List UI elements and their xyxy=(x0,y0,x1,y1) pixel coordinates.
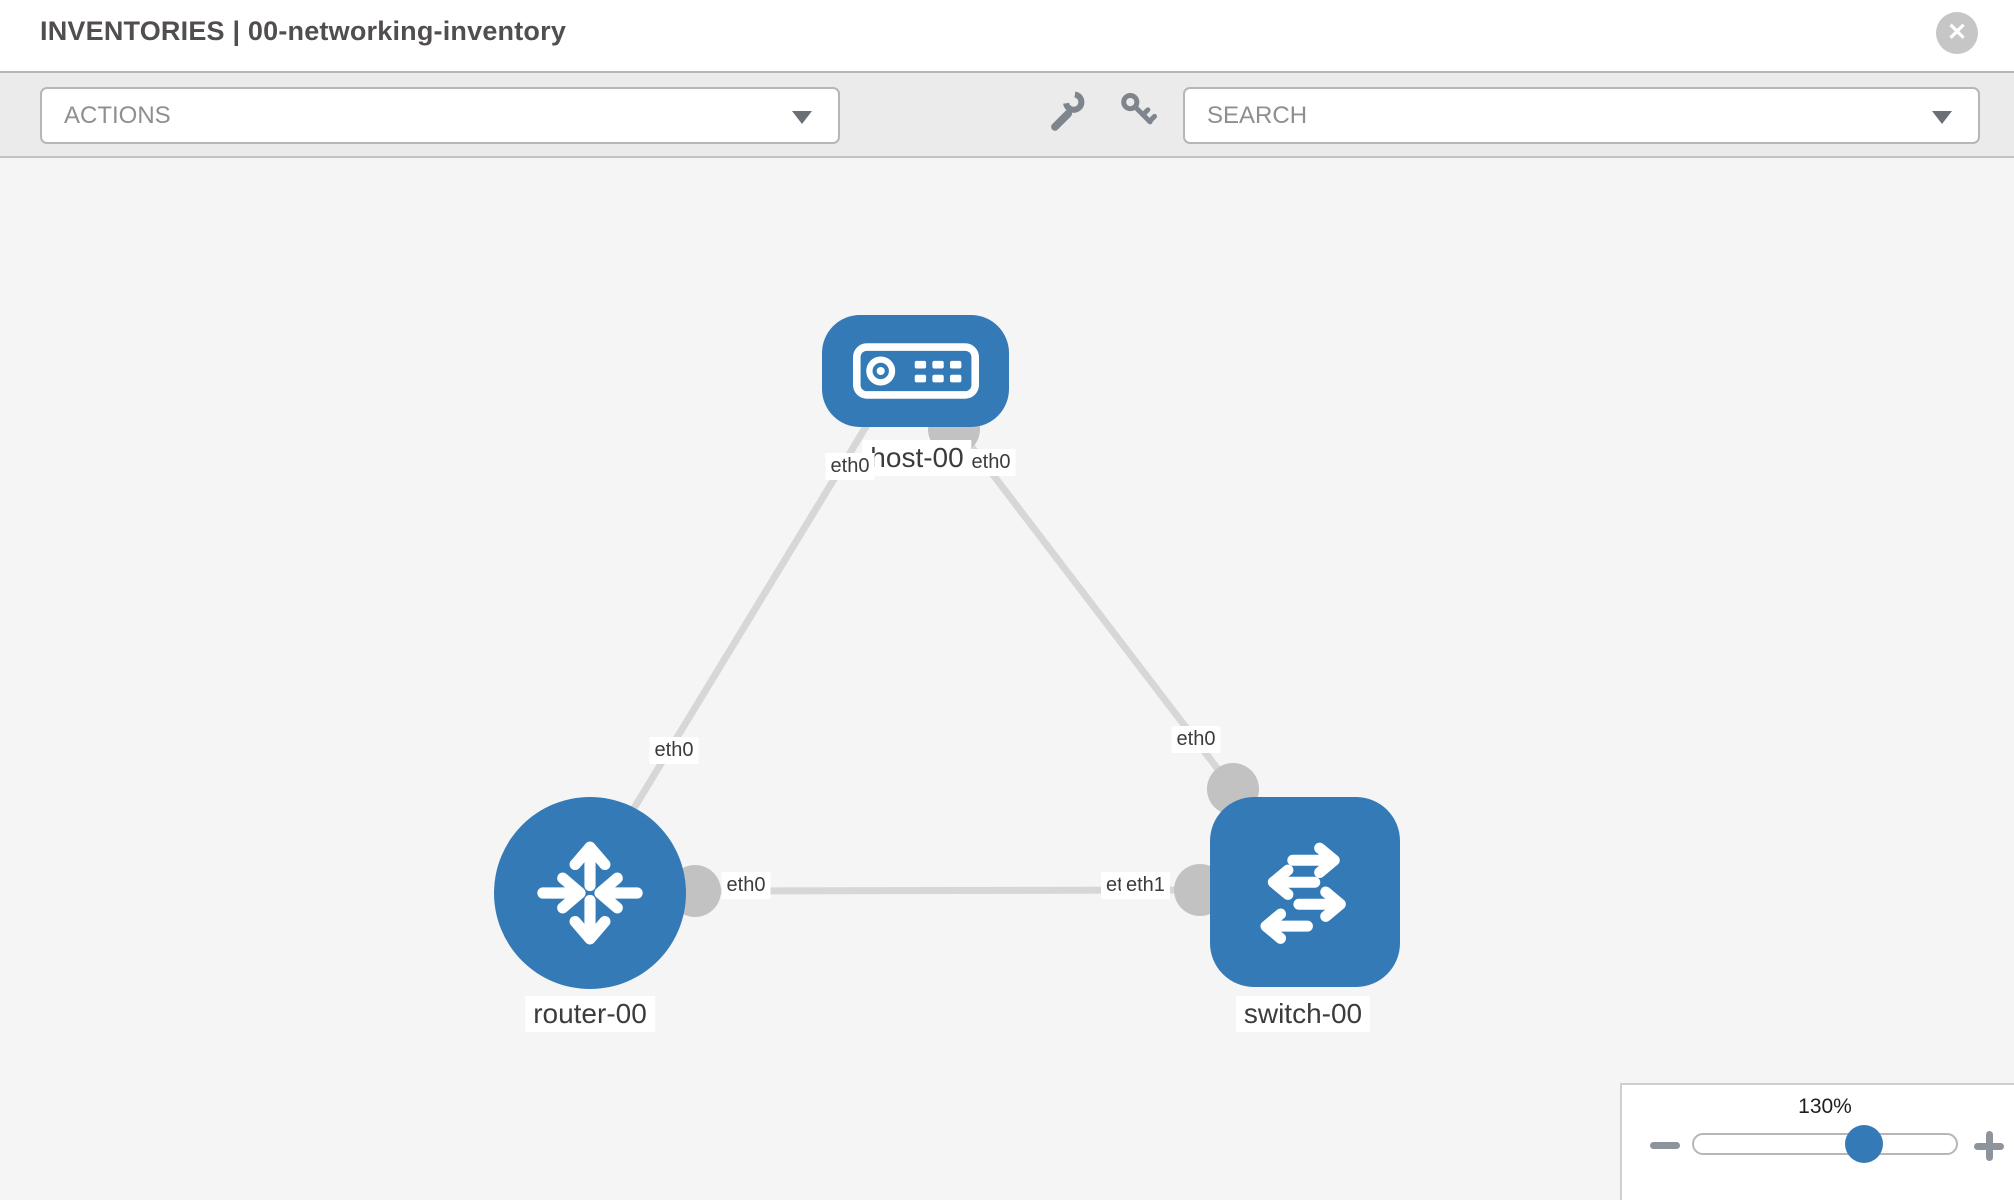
toolbar: ACTIONS SEARCH xyxy=(0,71,2014,158)
page-title: INVENTORIES | 00-networking-inventory xyxy=(40,16,567,46)
router-icon xyxy=(537,841,643,945)
minus-icon xyxy=(1650,1142,1680,1149)
zoom-level-value: 130% xyxy=(1798,1095,1852,1118)
iface-label-eth0: eth0 xyxy=(1171,726,1221,753)
iface-label-eth0: eth0 xyxy=(966,449,1016,476)
chevron-down-icon xyxy=(792,111,812,124)
zoom-slider-handle[interactable] xyxy=(1845,1125,1883,1163)
zoom-slider-track[interactable] xyxy=(1692,1133,1958,1155)
node-label-host: host-00 xyxy=(862,440,972,476)
switch-icon xyxy=(1260,842,1346,944)
credentials-button[interactable] xyxy=(1110,85,1166,141)
node-host-00[interactable] xyxy=(822,315,1009,427)
iface-label-eth1: eth1 xyxy=(1121,872,1170,899)
close-icon: ✕ xyxy=(1946,19,1968,46)
tools-button[interactable] xyxy=(1038,85,1094,141)
iface-label-eth0: eth0 xyxy=(721,872,771,899)
search-select[interactable]: SEARCH xyxy=(1183,87,1980,144)
iface-label-eth0: eth0 xyxy=(649,737,699,764)
header: INVENTORIES | 00-networking-inventory ✕ xyxy=(0,0,2014,71)
zoom-out-button[interactable] xyxy=(1648,1133,1682,1157)
zoom-control-panel: 130% xyxy=(1620,1083,2014,1200)
chevron-down-icon xyxy=(1932,111,1952,124)
close-button[interactable]: ✕ xyxy=(1936,12,1978,54)
key-icon xyxy=(1121,92,1157,124)
wrench-icon xyxy=(1051,90,1085,131)
actions-select-label: ACTIONS xyxy=(64,102,171,129)
search-select-label: SEARCH xyxy=(1207,102,1308,129)
iface-label-eth0: eth0 xyxy=(825,453,875,480)
zoom-in-button[interactable] xyxy=(1970,1127,2008,1165)
node-switch-00[interactable] xyxy=(1210,797,1400,987)
node-label-switch: switch-00 xyxy=(1235,996,1371,1032)
node-router-00[interactable] xyxy=(494,797,686,989)
node-label-router: router-00 xyxy=(525,996,655,1032)
host-icon xyxy=(852,343,979,399)
actions-select[interactable]: ACTIONS xyxy=(40,87,840,144)
